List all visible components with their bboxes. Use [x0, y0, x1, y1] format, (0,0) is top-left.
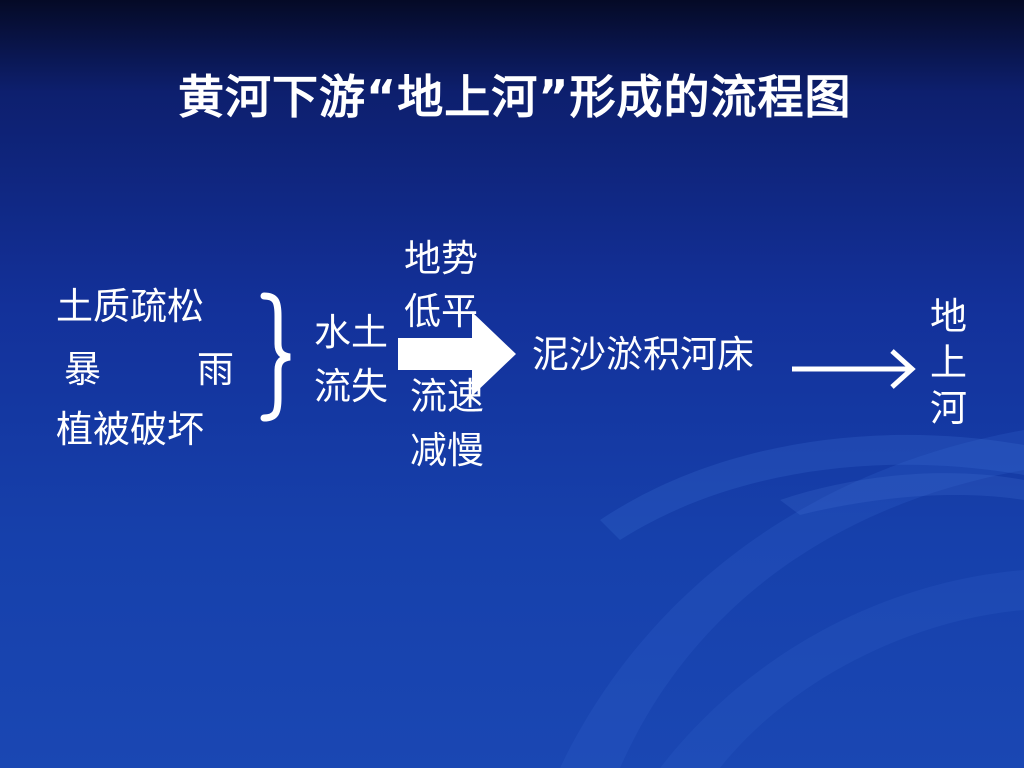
terrain-line-1: 地势 [404, 237, 478, 280]
soil-erosion-line-1: 水土 [314, 311, 388, 354]
cause-rainstorm-char-1: 暴 [64, 348, 101, 391]
cause-rainstorm: 暴 雨 [64, 345, 234, 395]
result-char-1: 地 [930, 295, 967, 338]
flow-line-2: 减慢 [410, 429, 484, 472]
flow-line-1: 流速 [410, 375, 484, 418]
cause-rainstorm-char-2: 雨 [197, 348, 234, 391]
thin-arrow-right [792, 349, 916, 389]
slide-title: 黄河下游“地上河”形成的流程图 [178, 70, 852, 124]
block-arrow-right [398, 312, 516, 396]
sediment-deposition: 泥沙淤积河床 [532, 333, 754, 376]
cause-vegetation-damage: 植被破坏 [56, 408, 204, 451]
cause-loose-soil: 土质疏松 [56, 285, 204, 328]
terrain-line-2: 低平 [404, 290, 478, 333]
result-char-2: 上 [930, 341, 967, 384]
soil-erosion-line-2: 流失 [314, 365, 388, 408]
result-char-3: 河 [930, 387, 967, 430]
right-brace-connector [260, 292, 291, 422]
